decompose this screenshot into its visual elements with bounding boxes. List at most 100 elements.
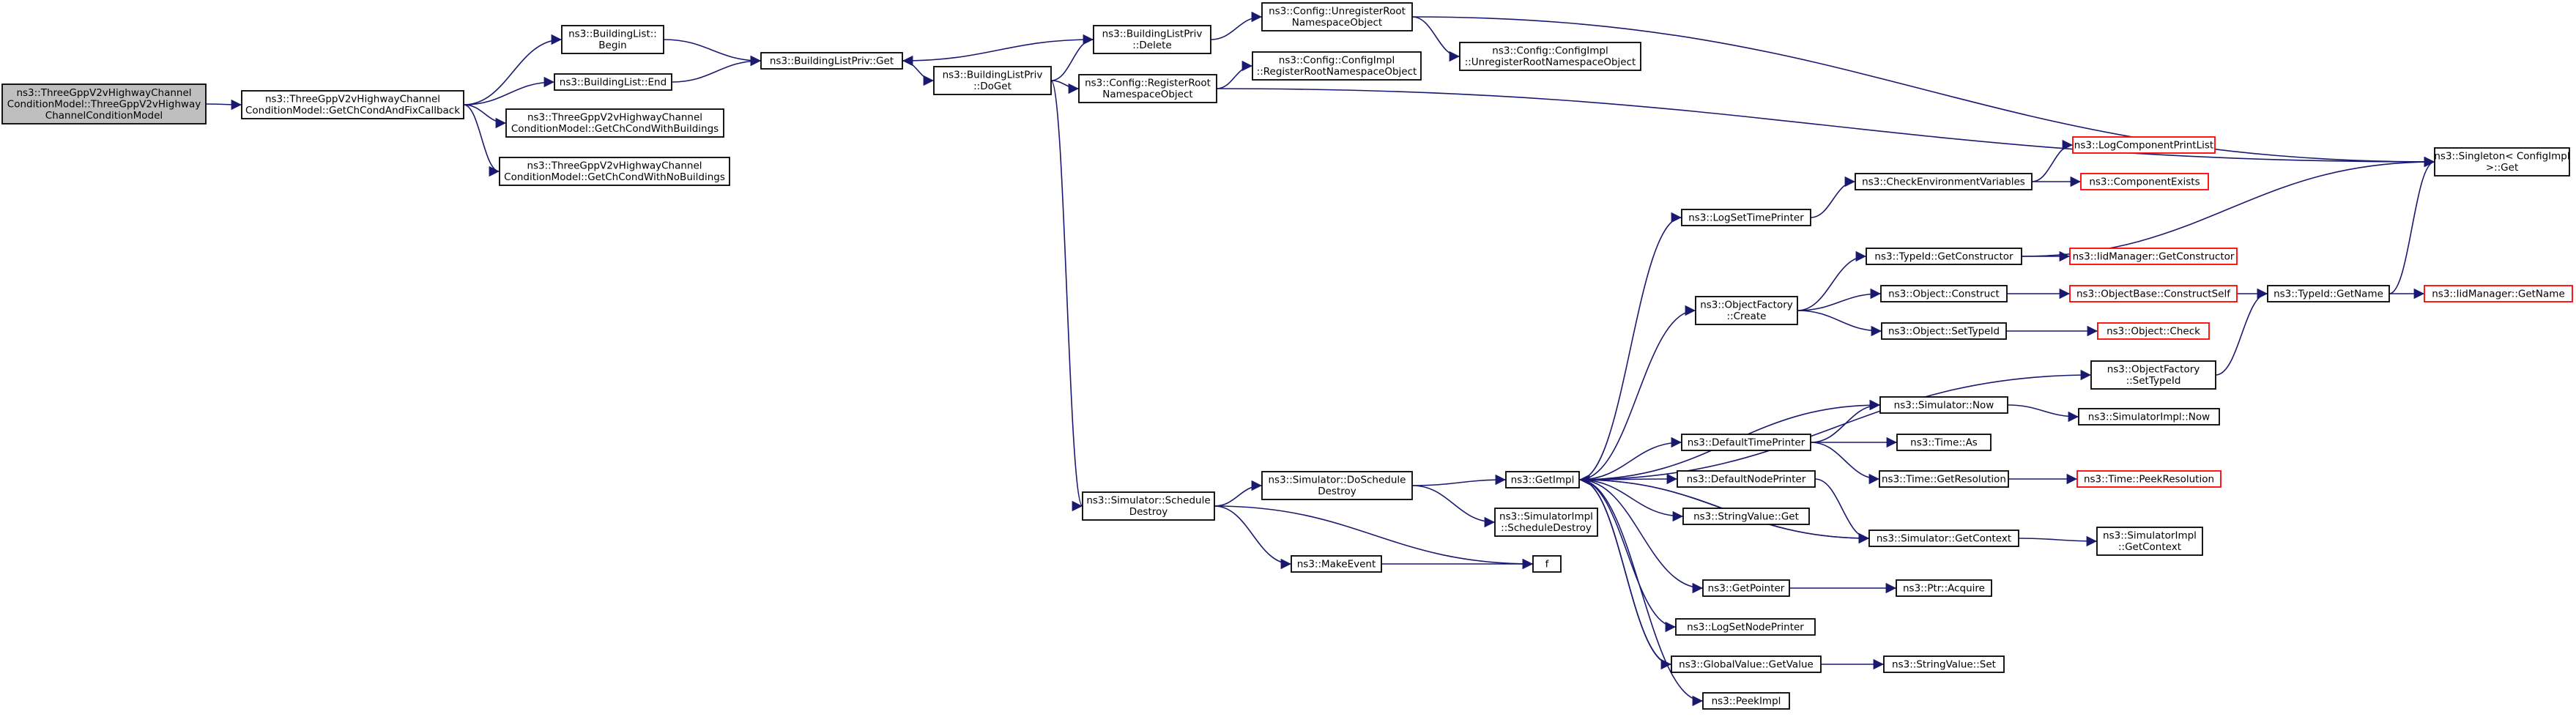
edge (463, 34, 563, 105)
node-box (505, 108, 724, 138)
call-edge-getImpl-to-objFactSetType (1578, 369, 2092, 480)
function-node-schedDestroy[interactable]: ns3::Simulator::ScheduleDestroy (1082, 491, 1215, 521)
function-node-logSetTime[interactable]: ns3::LogSetTimePrinter (1681, 209, 1811, 226)
call-edge-simGetCtx-to-simImplGetCtx (2018, 535, 2098, 547)
node-label: ns3::Object::Check (2107, 325, 2200, 337)
function-node-root[interactable]: ns3::ThreeGppV2vHighwayChannelConditionM… (1, 83, 207, 125)
node-label: ns3::BuildingList::End (560, 76, 667, 88)
function-node-iidGetCtor[interactable]: ns3::IidManager::GetConstructor (2069, 248, 2238, 265)
function-node-timePeekRes[interactable]: ns3::Time::PeekResolution (2076, 470, 2221, 488)
node-box (1505, 471, 1580, 488)
function-node-blpDelete[interactable]: ns3::BuildingListPriv::Delete (1093, 25, 1211, 54)
call-edge-checkEnv-to-logCompList (2031, 139, 2074, 182)
node-box (2424, 285, 2573, 302)
function-node-getChCond[interactable]: ns3::ThreeGppV2vHighwayChannelConditionM… (241, 90, 464, 119)
function-node-getImpl[interactable]: ns3::GetImpl (1505, 471, 1580, 488)
call-edge-getChCond-to-blEnd (463, 76, 555, 105)
function-node-peekImpl[interactable]: ns3::PeekImpl (1702, 692, 1790, 710)
function-node-blEnd[interactable]: ns3::BuildingList::End (554, 73, 672, 91)
call-edge-getImpl-to-strValGet (1578, 479, 1684, 522)
node-box (1675, 618, 1816, 636)
function-node-blpDoGet[interactable]: ns3::BuildingListPriv::DoGet (933, 66, 1052, 95)
function-node-logCompList[interactable]: ns3::LogComponentPrintList (2072, 136, 2216, 154)
function-node-typeGetName[interactable]: ns3::TypeId::GetName (2267, 285, 2390, 302)
call-edge-schedDestroy-to-makeEvent (1214, 505, 1292, 570)
function-node-cfgImplUnreg[interactable]: ns3::Config::ConfigImpl::UnregisterRootN… (1459, 42, 1641, 71)
function-node-getPointer[interactable]: ns3::GetPointer (1702, 579, 1790, 597)
function-node-iidGetName[interactable]: ns3::IidManager::GetName (2424, 285, 2573, 302)
node-box (2078, 408, 2220, 426)
node-label: ns3::GetPointer (1708, 582, 1785, 594)
function-node-simImplGetCtx[interactable]: ns3::SimulatorImpl::GetContext (2096, 527, 2203, 556)
function-node-checkEnv[interactable]: ns3::CheckEnvironmentVariables (1855, 173, 2033, 190)
node-label: ns3::Config::UnregisterRoot (1269, 6, 1406, 18)
function-node-ptrAcquire[interactable]: ns3::Ptr::Acquire (1896, 579, 1992, 597)
function-node-strValGet[interactable]: ns3::StringValue::Get (1682, 508, 1810, 525)
function-node-objBaseCS[interactable]: ns3::ObjectBase::ConstructSelf (2069, 285, 2238, 302)
edge (1578, 436, 1682, 480)
call-edge-schedDestroy-to-doSchedDestroy (1214, 480, 1263, 507)
node-label: ::RegisterRootNamespaceObject (1257, 66, 1417, 78)
node-label: ns3::StringValue::Set (1892, 658, 1996, 670)
function-node-cfgImplReg[interactable]: ns3::Config::ConfigImpl::RegisterRootNam… (1252, 51, 1422, 81)
function-node-blpGet[interactable]: ns3::BuildingListPriv::Get (760, 52, 903, 70)
node-label: ChannelConditionModel (45, 110, 163, 122)
edge (1814, 478, 1870, 544)
function-node-gvGetValue[interactable]: ns3::GlobalValue::GetValue (1671, 655, 1822, 673)
function-node-singleton[interactable]: ns3::Singleton< ConfigImpl >::Get (2434, 147, 2570, 177)
node-label: ns3::Config::ConfigImpl (1492, 45, 1608, 57)
function-node-simGetCtx[interactable]: ns3::Simulator::GetContext (1868, 530, 2019, 547)
edge (2018, 535, 2098, 547)
node-box (1879, 396, 2008, 414)
node-label: ns3::Simulator::DoSchedule (1269, 475, 1406, 486)
function-node-timeAs[interactable]: ns3::Time::As (1896, 434, 1992, 451)
function-node-compExists[interactable]: ns3::ComponentExists (2080, 173, 2209, 190)
call-edge-objFactCreate-to-objConstruct (1797, 288, 1882, 311)
edge (1214, 480, 1263, 507)
function-node-typeGetCtor[interactable]: ns3::TypeId::GetConstructor (1866, 248, 2022, 265)
node-label: ns3::Ptr::Acquire (1903, 582, 1985, 594)
call-edge-getImpl-to-logSetTime (1578, 212, 1682, 480)
node-label: Destroy (1129, 506, 1168, 518)
function-node-strValSet[interactable]: ns3::StringValue::Set (1883, 655, 2005, 673)
function-node-objCheck[interactable]: ns3::Object::Check (2097, 322, 2210, 340)
function-node-cfgUnreg[interactable]: ns3::Config::UnregisterRootNamespaceObje… (1261, 2, 1413, 31)
function-node-defTimePrinter[interactable]: ns3::DefaultTimePrinter (1681, 434, 1811, 451)
call-edge-objFactCreate-to-objSetTypeId (1797, 310, 1882, 337)
node-box (1879, 470, 2009, 488)
function-node-defNodePrinter[interactable]: ns3::DefaultNodePrinter (1677, 470, 1816, 488)
function-node-f[interactable]: f (1532, 555, 1562, 573)
node-label: ns3::DefaultTimePrinter (1688, 436, 1805, 448)
edge (463, 104, 507, 129)
function-node-blBegin[interactable]: ns3::BuildingList::Begin (561, 25, 664, 54)
node-label: ns3::ThreeGppV2vHighwayChannel (527, 160, 702, 172)
node-box (1681, 209, 1811, 226)
node-label: ConditionModel::GetChCondAndFixCallback (245, 105, 460, 116)
call-edge-cfgUnreg-to-cfgImplUnreg (1411, 16, 1460, 62)
node-label: ns3::SimulatorImpl (1499, 511, 1593, 523)
function-node-objFactSetType[interactable]: ns3::ObjectFactory::SetTypeId (2090, 360, 2216, 390)
function-node-objSetTypeId[interactable]: ns3::Object::SetTypeId (1881, 322, 2007, 340)
node-label: ns3::Config::RegisterRoot (1085, 78, 1211, 89)
node-box (1532, 555, 1562, 573)
node-box (1494, 508, 1598, 537)
function-node-logSetNode[interactable]: ns3::LogSetNodePrinter (1675, 618, 1816, 636)
function-node-objFactCreate[interactable]: ns3::ObjectFactory::Create (1695, 296, 1798, 325)
function-node-objConstruct[interactable]: ns3::Object::Construct (1880, 285, 2008, 302)
function-node-withB[interactable]: ns3::ThreeGppV2vHighwayChannelConditionM… (505, 108, 724, 138)
function-node-simImplNow[interactable]: ns3::SimulatorImpl::Now (2078, 408, 2220, 426)
call-edge-defTimePrinter-to-timeGetRes (1810, 442, 1880, 485)
function-node-simNow[interactable]: ns3::Simulator::Now (1879, 396, 2008, 414)
call-edge-getImpl-to-defTimePrinter (1578, 436, 1682, 480)
node-box (1671, 655, 1822, 673)
node-label: ns3::BuildingListPriv (943, 70, 1043, 81)
function-node-simImplSched[interactable]: ns3::SimulatorImpl::ScheduleDestroy (1494, 508, 1598, 537)
function-node-noB[interactable]: ns3::ThreeGppV2vHighwayChannelConditionM… (499, 157, 730, 186)
edge (463, 76, 555, 105)
node-box (2069, 248, 2238, 265)
function-node-cfgReg[interactable]: ns3::Config::RegisterRootNamespaceObject (1078, 74, 1217, 103)
function-node-timeGetRes[interactable]: ns3::Time::GetResolution (1879, 470, 2009, 488)
call-edge-simNow-to-simImplNow (2007, 404, 2079, 423)
function-node-makeEvent[interactable]: ns3::MakeEvent (1291, 555, 1382, 573)
